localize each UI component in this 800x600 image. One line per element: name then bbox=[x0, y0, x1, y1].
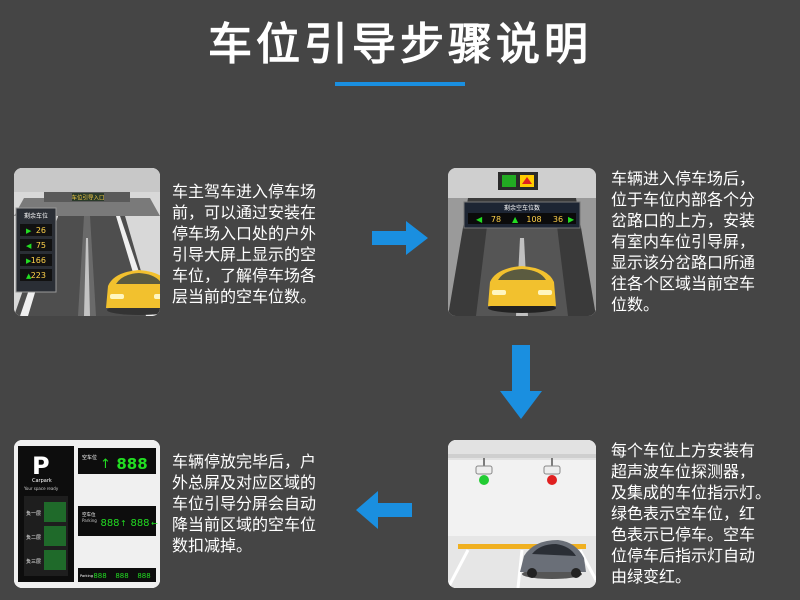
screen-value-2: 108 bbox=[526, 215, 541, 224]
board-title: 剩余车位 bbox=[24, 212, 48, 220]
floor-2: 负二层 bbox=[26, 534, 41, 541]
step-4-text: 车辆停放完毕后，户 外总屏及对应区域的 车位引导分屏会自动 降当前区域的空车位 … bbox=[172, 452, 317, 555]
screen-value-3: 36 bbox=[553, 215, 563, 224]
bottom-label: Parking bbox=[80, 574, 93, 578]
arrow-left-icon bbox=[356, 491, 412, 529]
board-value-4: 223 bbox=[31, 271, 46, 280]
svg-text:▶: ▶ bbox=[26, 227, 32, 235]
svg-text:▶: ▶ bbox=[26, 257, 32, 265]
arrow-down-icon bbox=[500, 345, 542, 419]
svg-text:◀: ◀ bbox=[26, 242, 32, 250]
top-label: 空车位 bbox=[82, 454, 97, 461]
p-letter: P bbox=[32, 452, 50, 480]
gate-sign bbox=[72, 193, 104, 201]
ultrasonic-detector bbox=[543, 465, 561, 475]
page-title: 车位引导步骤说明 bbox=[208, 19, 592, 70]
svg-text:↑: ↑ bbox=[120, 519, 127, 528]
green-indicator-light bbox=[479, 475, 489, 485]
svg-text:▶: ▶ bbox=[568, 215, 575, 224]
board-value-2: 75 bbox=[36, 241, 46, 250]
p-brand: Carpark bbox=[32, 478, 52, 484]
step-3-text: 每个车位上方安装有 超声波车位探测器， 及集成的车位指示灯。 绿色表示空车位，红… bbox=[611, 441, 772, 586]
mid-label: 空车位 bbox=[82, 511, 96, 518]
svg-text:▲: ▲ bbox=[512, 215, 519, 224]
step-2-text: 车辆进入停车场后， 位于车位内部各个分 岔路口的上方，安装 有室内车位引导屏， … bbox=[611, 169, 756, 314]
mid-value-1: 888 bbox=[100, 518, 119, 529]
arrow-right-icon bbox=[372, 221, 428, 255]
floor-1: 负一层 bbox=[26, 510, 41, 517]
mid-sub: Parking bbox=[82, 518, 97, 523]
mid-led-screen bbox=[78, 506, 156, 536]
top-led-screen bbox=[78, 448, 156, 474]
bottom-value-3: 888 bbox=[137, 572, 150, 580]
top-value: 888 bbox=[116, 455, 147, 473]
step-3-image bbox=[448, 440, 596, 588]
bottom-led-screen bbox=[78, 568, 156, 582]
bottom-value-1: 888 bbox=[93, 572, 106, 580]
mid-value-2: 888 bbox=[130, 518, 149, 529]
board-value-1: 26 bbox=[36, 226, 46, 235]
svg-text:←: ← bbox=[151, 519, 158, 528]
floor-3: 负三层 bbox=[26, 558, 41, 565]
gate-sign-text: 车位引导入口 bbox=[71, 194, 104, 202]
step-1-image: 车位引导入口 剩余车位 26 75 166 223 ▶ ◀ ▶ ▲ bbox=[14, 168, 160, 316]
board-rows: 26 75 166 223 ▶ ◀ ▶ ▲ bbox=[20, 224, 52, 281]
step-2-image: 剩余空车位数 ◀ 78 ▲ 108 36 ▶ bbox=[448, 168, 596, 316]
svg-text:↑: ↑ bbox=[100, 457, 111, 472]
svg-text:▲: ▲ bbox=[26, 272, 32, 280]
parked-car-icon bbox=[520, 540, 586, 579]
svg-text:◀: ◀ bbox=[476, 215, 483, 224]
title-underline bbox=[335, 82, 465, 86]
red-indicator-light bbox=[547, 475, 557, 485]
ultrasonic-detector bbox=[475, 465, 493, 475]
step-4-image: P Carpark Your space ready 负一层 负二层 负三层 空… bbox=[14, 440, 160, 588]
step-1-text: 车主驾车进入停车场 前，可以通过安装在 停车场入口处的户外 引导大屏上显示的空 … bbox=[172, 182, 317, 306]
board-value-3: 166 bbox=[31, 256, 46, 265]
screen-value-1: 78 bbox=[491, 215, 501, 224]
p-tagline: Your space ready bbox=[23, 486, 59, 491]
screen-label: 剩余空车位数 bbox=[504, 204, 540, 212]
car-icon bbox=[106, 270, 160, 315]
bottom-value-2: 888 bbox=[115, 572, 128, 580]
car-icon bbox=[488, 266, 556, 313]
